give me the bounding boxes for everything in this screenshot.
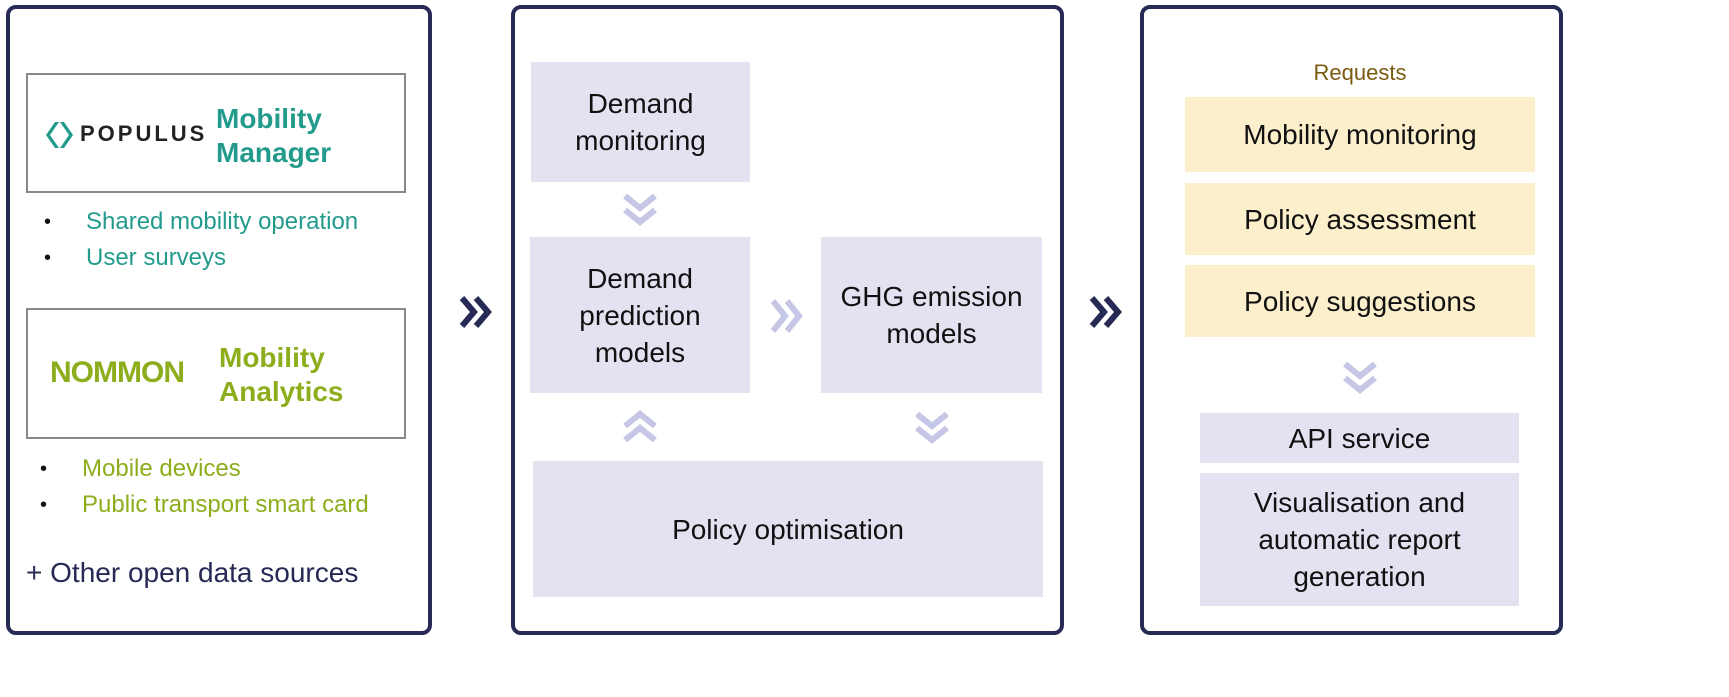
demand-prediction-line1: Demand [587,262,693,294]
populus-product-line1: Mobility [216,103,322,134]
nommon-bullet-1: • Mobile devices [40,455,241,483]
populus-diamond-icon [46,122,73,148]
demand-prediction-line3: models [594,336,686,368]
demand-prediction-box: Demand prediction models [530,237,750,393]
policy-optimisation-box: Policy optimisation [533,461,1043,597]
ghg-emission-box: GHG emission models [821,237,1042,393]
populus-bullet-text-1: Shared mobility operation [86,208,359,235]
bullet-icon: • [40,493,48,516]
demand-monitoring-box: Demand monitoring [531,62,750,182]
populus-bullet-1: • Shared mobility operation [44,208,358,236]
populus-product-name: Mobility Manager [216,102,331,170]
ghg-emission-line1: GHG emission [840,281,1023,312]
demand-monitoring-line1: Demand [587,88,694,119]
demand-prediction-line2: prediction [579,299,701,331]
nommon-logo-box [26,308,406,439]
chevron-double-right-icon [770,299,803,333]
chevron-double-down-icon [1343,361,1377,394]
populus-bullet-text-2: User surveys [86,244,227,271]
chevron-double-right-icon [459,296,492,328]
populus-logo-box [26,73,406,193]
populus-product-line2: Manager [216,137,332,168]
nommon-product-line1: Mobility [219,342,325,373]
bullet-icon: • [44,246,52,269]
api-service-box: API service [1200,413,1519,463]
nommon-product-line2: Analytics [219,376,344,407]
demand-monitoring-line2: monitoring [575,125,706,156]
requests-label: Requests [1313,60,1407,85]
visualisation-line1: Visualisation and [1253,487,1466,518]
nommon-product-name: Mobility Analytics [219,341,344,409]
nommon-bullet-text-1: Mobile devices [82,455,241,482]
chevron-double-right-icon [1089,296,1122,328]
chevron-double-up-icon [623,410,657,443]
populus-logo-text: POPULUS [80,121,208,146]
other-data-sources: + Other open data sources [26,557,359,588]
nommon-logo-text: NOMMON [50,356,185,389]
chevron-double-down-icon [623,193,657,226]
nommon-bullet-text-2: Public transport smart card [82,491,369,518]
chevron-double-down-icon [915,411,949,444]
request-policy-suggestions: Policy suggestions [1185,265,1535,337]
visualisation-line2: automatic report [1258,524,1461,555]
ghg-emission-line2: models [886,318,977,349]
bullet-icon: • [40,457,48,480]
bullet-icon: • [44,210,52,233]
populus-bullet-2: • User surveys [44,244,226,272]
request-policy-assessment: Policy assessment [1185,183,1535,255]
visualisation-box: Visualisation and automatic report gener… [1200,473,1519,606]
nommon-bullet-2: • Public transport smart card [40,491,369,519]
request-mobility-monitoring: Mobility monitoring [1185,97,1535,172]
visualisation-line3: generation [1293,561,1426,592]
